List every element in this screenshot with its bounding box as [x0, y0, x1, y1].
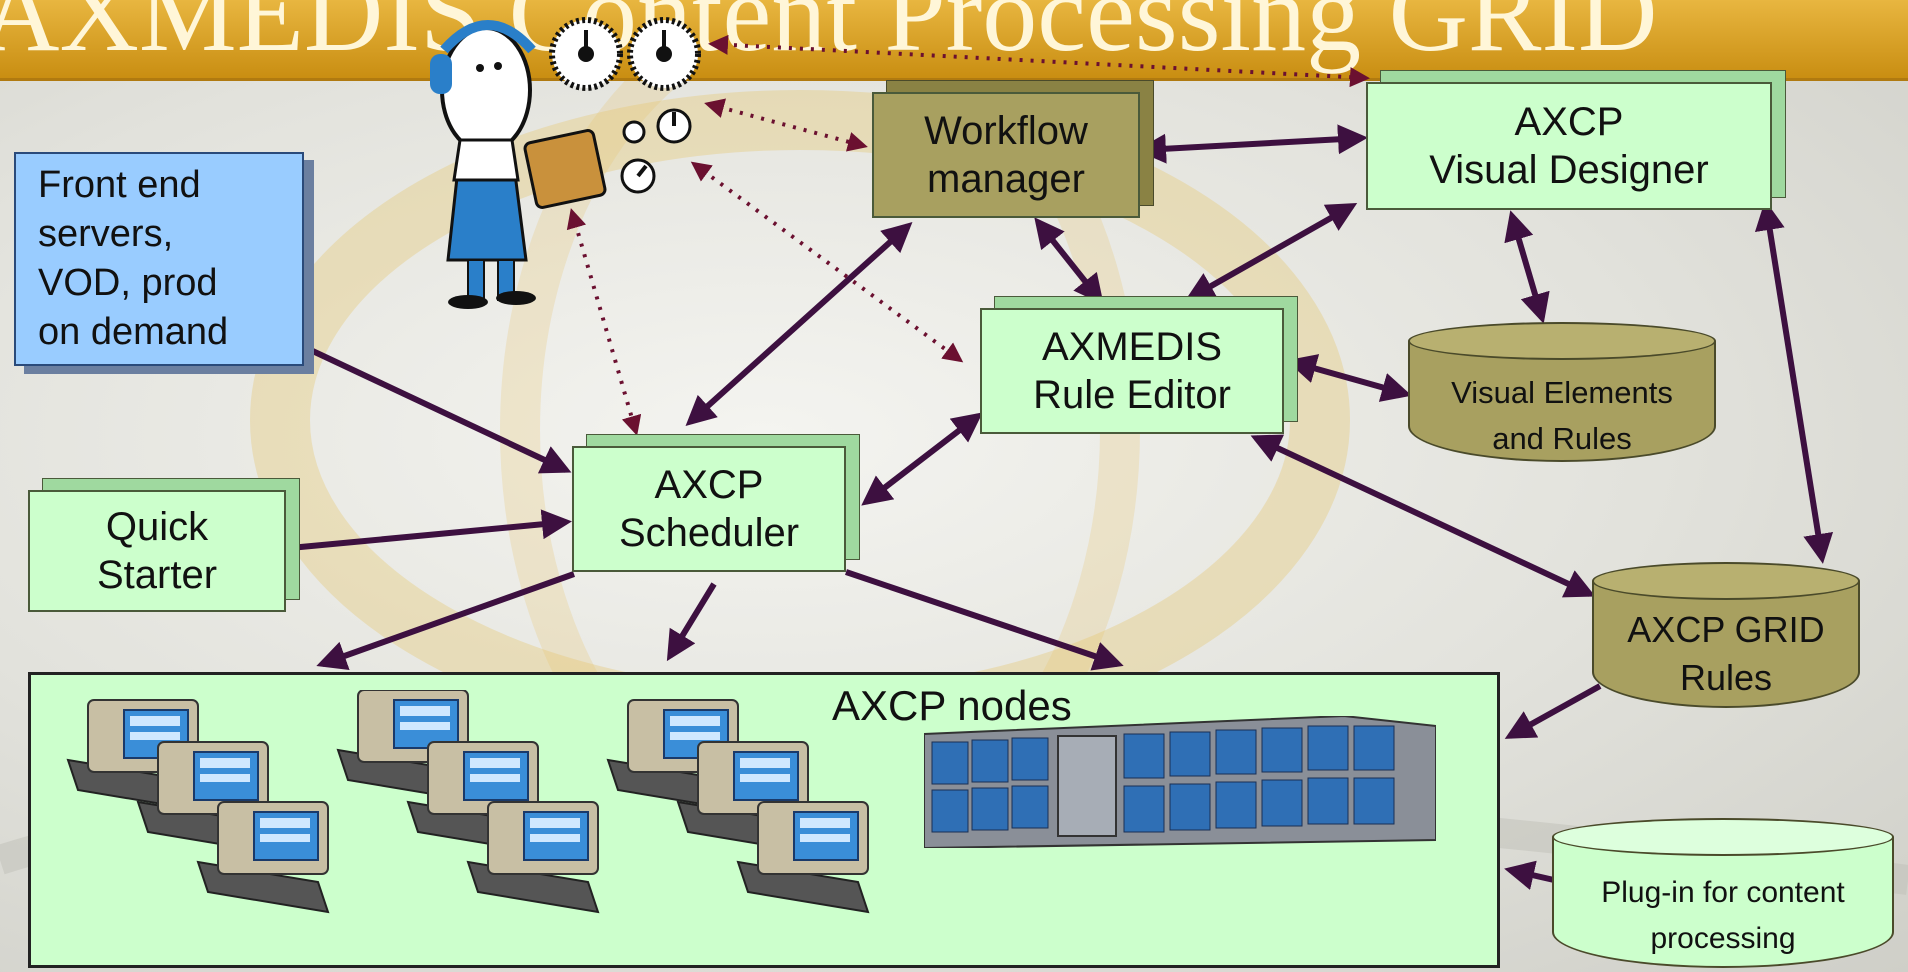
arrow-frontend-scheduler — [300, 343, 572, 474]
rule-editor-box: AXMEDIS Rule Editor — [980, 308, 1284, 434]
grid-rules-db: AXCP GRID Rules — [1592, 562, 1860, 708]
arrow-ruleeditor-gridrules — [1250, 434, 1596, 598]
plugin-label: Plug-in for content processing — [1601, 876, 1845, 955]
arrow-quickstarter-scheduler — [289, 509, 572, 551]
visual-designer-box: AXCP Visual Designer — [1366, 82, 1772, 210]
scheduler-box: AXCP Scheduler — [572, 446, 846, 572]
arrow-scheduler-nodes-left — [316, 571, 576, 671]
arrow-scheduler-nodes-mid — [666, 582, 717, 662]
visual-elements-label: Visual Elements and Rules — [1451, 375, 1673, 456]
rule-editor-label: AXMEDIS Rule Editor — [1033, 325, 1231, 417]
arrow-scheduler-nodes-right — [845, 569, 1124, 671]
arrow-ruleeditor-designer — [1184, 203, 1358, 301]
quick-starter-label: Quick Starter — [96, 505, 218, 597]
visual-elements-db: Visual Elements and Rules — [1408, 322, 1716, 462]
axcp-nodes-label: AXCP nodes — [832, 682, 1072, 729]
workstation-icon — [67, 690, 869, 913]
arrow-workflow-designer — [1136, 124, 1368, 164]
workflow-manager-box: Workflow manager — [872, 92, 1140, 218]
operator-figure-icon — [430, 20, 607, 309]
workflow-manager-label: Workflow manager — [924, 109, 1088, 201]
arrow-plugin-nodes — [1504, 860, 1555, 890]
visual-designer-label: AXCP Visual Designer — [1429, 100, 1709, 192]
front-end-servers-label: Front end servers, VOD, prod on demand — [38, 164, 229, 353]
quick-starter-box: Quick Starter — [28, 490, 286, 612]
gauge-icon — [549, 17, 701, 194]
grid-rules-label: AXCP GRID Rules — [1627, 609, 1825, 698]
plugin-db: Plug-in for content processing — [1552, 818, 1894, 968]
arrow-ruleeditor-visualelements — [1286, 354, 1412, 402]
arrow-ruleeditor-scheduler — [861, 412, 983, 506]
dotted-gauges-designer — [708, 34, 1370, 88]
arrow-workflow-scheduler — [685, 221, 913, 427]
dotted-gauges-ruleeditor — [690, 161, 964, 363]
scheduler-label: AXCP Scheduler — [618, 463, 800, 555]
server-rack-icon — [924, 716, 1436, 848]
front-end-servers-box: Front end servers, VOD, prod on demand — [14, 152, 304, 366]
arrow-gridrules-nodes — [1504, 683, 1602, 739]
arrow-designer-visualelements — [1504, 210, 1550, 324]
arrow-workflow-ruleeditor — [1034, 217, 1104, 305]
arrow-designer-gridrules — [1754, 200, 1834, 564]
dotted-gauges-workflow — [704, 98, 868, 152]
